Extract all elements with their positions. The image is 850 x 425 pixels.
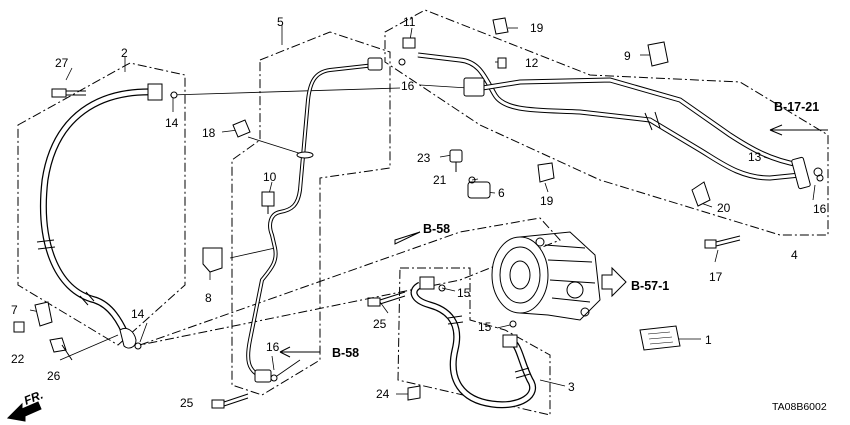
part-label-p27: 27 <box>55 56 69 70</box>
part-label-p18: 18 <box>202 126 216 140</box>
group-outline-pipe-4 <box>384 9 829 236</box>
part-label-p14a: 14 <box>165 116 179 130</box>
part-label-p24: 24 <box>376 387 390 401</box>
part-label-p4: 4 <box>791 248 798 262</box>
part-label-p16c: 16 <box>813 202 827 216</box>
part-label-p25a: 25 <box>373 317 387 331</box>
ref-label-r2: B-58 <box>423 222 450 236</box>
diagram-code: TA08B6002 <box>772 401 827 413</box>
part-label-p7: 7 <box>11 303 18 317</box>
part-label-p15b: 15 <box>478 320 492 334</box>
hardware <box>13 17 824 409</box>
hose-2 <box>36 83 178 349</box>
part-label-p12: 12 <box>525 56 539 70</box>
part-label-p6: 6 <box>498 186 505 200</box>
part-label-p21: 21 <box>433 173 447 187</box>
part-label-p23: 23 <box>417 151 431 165</box>
part-label-p19a: 19 <box>530 21 544 35</box>
part-label-p11: 11 <box>403 15 416 29</box>
part-label-p2: 2 <box>121 46 128 60</box>
part-label-p16b: 16 <box>266 340 280 354</box>
ref-label-r1: B-17-21 <box>774 100 819 114</box>
pipe-4 <box>417 52 823 190</box>
part-label-p17: 17 <box>709 270 723 284</box>
part-label-p3: 3 <box>568 380 575 394</box>
group-outline-compressor <box>139 217 561 346</box>
front-label: FR. <box>22 388 45 408</box>
part-label-p25b: 25 <box>180 396 194 410</box>
ref-label-r4: B-58 <box>332 346 359 360</box>
part-label-p26: 26 <box>47 369 61 383</box>
part-labels: 1 2 3 4 5 6 7 8 9 10 11 12 13 14 14 15 1… <box>11 15 827 410</box>
part-label-p20: 20 <box>717 201 731 215</box>
ref-label-r3: B-57-1 <box>631 279 669 293</box>
part-label-p15a: 15 <box>457 286 471 300</box>
compressor <box>491 231 601 321</box>
group-outline-hose-3 <box>397 267 551 416</box>
part-label-p19b: 19 <box>540 194 554 208</box>
front-arrow-icon <box>6 401 42 422</box>
part-label-p5: 5 <box>277 15 284 29</box>
part-label-p16a: 16 <box>401 79 415 93</box>
part-label-p13: 13 <box>748 150 762 164</box>
part-label-p8: 8 <box>205 291 212 305</box>
group-outline-hose-2 <box>17 62 186 346</box>
part-label-p22: 22 <box>11 352 25 366</box>
part-label-p9: 9 <box>624 49 631 63</box>
pipe-5 <box>246 57 406 383</box>
hose-3 <box>410 276 536 409</box>
reference-labels: B-17-21 B-58 B-57-1 B-58 <box>332 100 819 360</box>
part-label-p14b: 14 <box>131 307 145 321</box>
part-label-p10: 10 <box>263 170 277 184</box>
ref-arrows <box>279 124 828 358</box>
part-label-p1: 1 <box>705 333 712 347</box>
